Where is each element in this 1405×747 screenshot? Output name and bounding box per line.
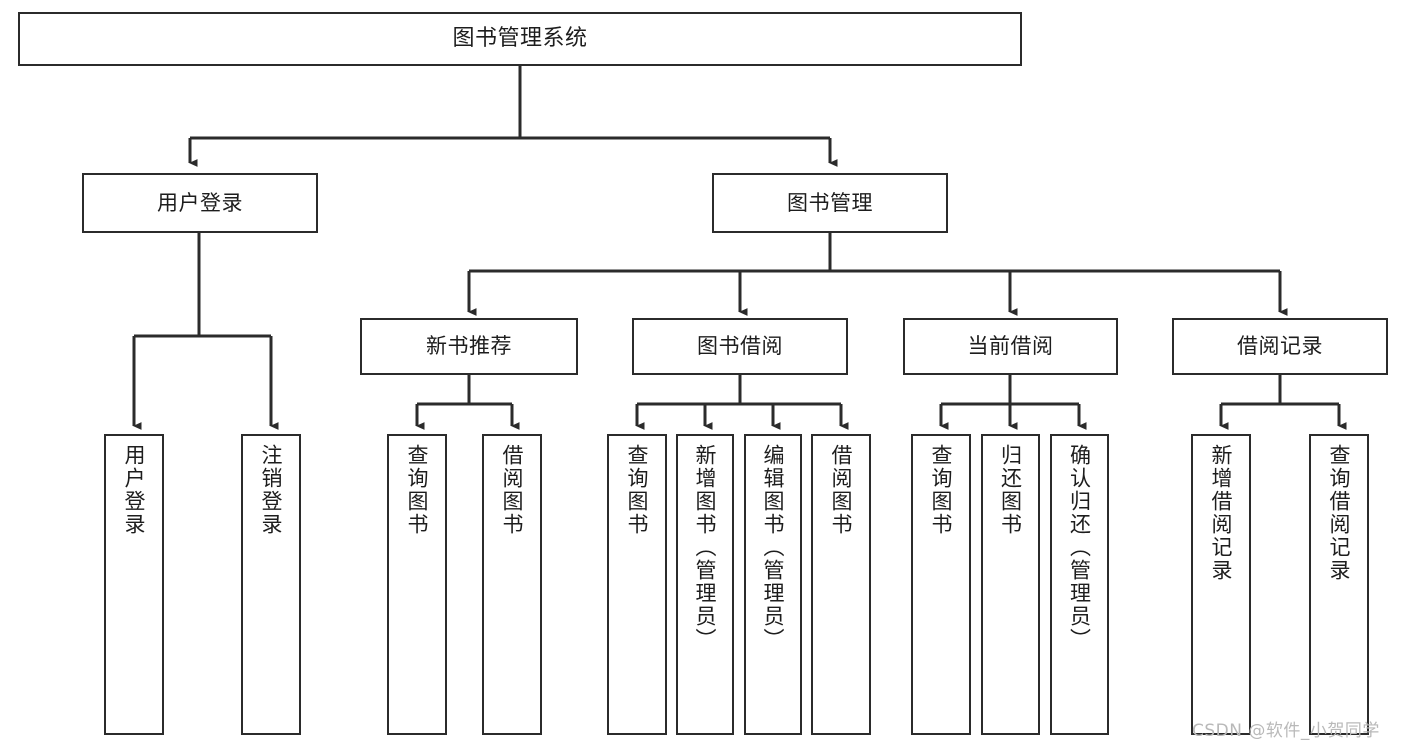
node-label: 用户登录 [157, 190, 243, 215]
node-label: 借阅记录 [1237, 334, 1323, 359]
node-book-manage[interactable]: 图书管理 [712, 173, 948, 233]
node-leaf-query-book-3[interactable]: 查询图书 [911, 434, 971, 735]
node-label: 注销登录 [259, 444, 284, 536]
node-label: 查询图书 [625, 444, 650, 536]
node-current-borrow[interactable]: 当前借阅 [903, 318, 1118, 375]
node-label: 图书管理 [787, 190, 873, 215]
node-label: 确认归还（管理员） [1067, 444, 1092, 651]
node-leaf-borrow-book-1[interactable]: 借阅图书 [482, 434, 542, 735]
node-book-borrow[interactable]: 图书借阅 [632, 318, 848, 375]
node-label: 图书管理系统 [452, 26, 588, 52]
node-label: 用户登录 [122, 444, 147, 536]
node-label: 借阅图书 [829, 444, 854, 536]
node-leaf-query-book-1[interactable]: 查询图书 [387, 434, 447, 735]
node-root-system[interactable]: 图书管理系统 [18, 12, 1022, 66]
node-label: 借阅图书 [500, 444, 525, 536]
node-leaf-logout[interactable]: 注销登录 [241, 434, 301, 735]
node-leaf-user-login[interactable]: 用户登录 [104, 434, 164, 735]
node-leaf-confirm-return[interactable]: 确认归还（管理员） [1050, 434, 1109, 735]
node-label: 当前借阅 [967, 334, 1054, 359]
node-label: 图书借阅 [697, 334, 783, 359]
node-label: 查询借阅记录 [1327, 444, 1352, 582]
node-new-book-recommend[interactable]: 新书推荐 [360, 318, 578, 375]
node-label: 查询图书 [929, 444, 954, 536]
node-leaf-add-book[interactable]: 新增图书（管理员） [676, 434, 734, 735]
node-leaf-query-borrow-record[interactable]: 查询借阅记录 [1309, 434, 1369, 735]
csdn-watermark: CSDN @软件_小贺同学 [1192, 721, 1380, 741]
node-leaf-edit-book[interactable]: 编辑图书（管理员） [744, 434, 802, 735]
node-label: 查询图书 [405, 444, 430, 536]
node-label: 新增图书（管理员） [693, 444, 718, 651]
node-user-login[interactable]: 用户登录 [82, 173, 318, 233]
node-label: 新增借阅记录 [1209, 444, 1234, 582]
node-borrow-record[interactable]: 借阅记录 [1172, 318, 1388, 375]
node-label: 编辑图书（管理员） [761, 444, 786, 651]
node-leaf-add-borrow-record[interactable]: 新增借阅记录 [1191, 434, 1251, 735]
node-leaf-query-book-2[interactable]: 查询图书 [607, 434, 667, 735]
node-leaf-return-book[interactable]: 归还图书 [981, 434, 1040, 735]
node-label: 新书推荐 [426, 334, 512, 359]
node-label: 归还图书 [998, 444, 1023, 536]
node-leaf-borrow-book-2[interactable]: 借阅图书 [811, 434, 871, 735]
